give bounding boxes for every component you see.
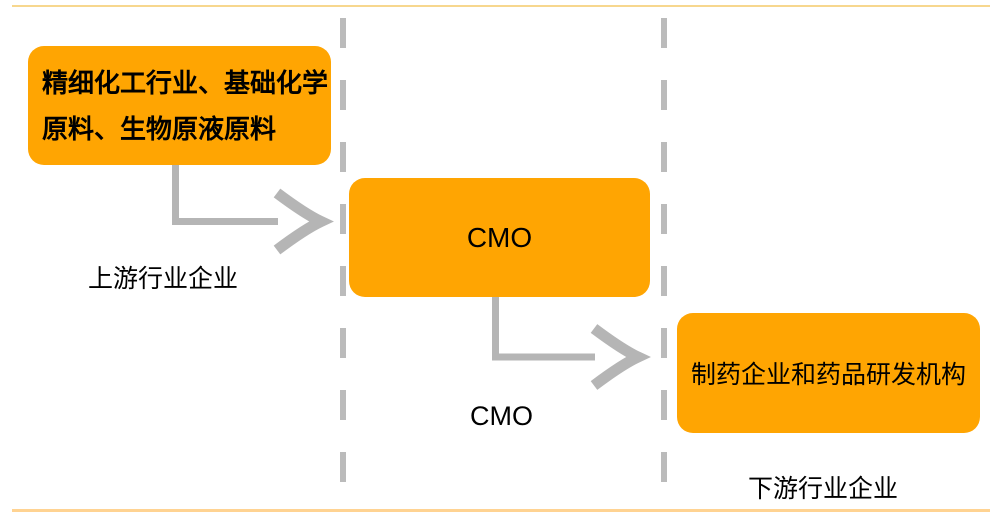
upstream-to-cmo-arrowhead-icon <box>273 188 334 255</box>
upstream-suppliers-box: 精细化工行业、基础化学 原料、生物原液原料 <box>28 46 331 165</box>
cmo-box-text: CMO <box>466 221 533 253</box>
downstream-lane-label: 下游行业企业 <box>748 475 899 503</box>
bottom-border-line <box>12 509 990 512</box>
divider-dashed-line-left <box>340 18 346 492</box>
upstream-box-text-line2: 原料、生物原液原料 <box>42 113 277 144</box>
downstream-customers-box: 制药企业和药品研发机构 <box>677 313 980 433</box>
cmo-to-downstream-arrow-shaft <box>492 297 595 361</box>
upstream-box-text-line1: 精细化工行业、基础化学 <box>42 67 329 98</box>
top-border-line <box>12 5 990 7</box>
upstream-lane-label: 上游行业企业 <box>88 265 239 293</box>
cmo-to-downstream-arrowhead-icon <box>590 324 651 390</box>
cmo-lane-label: CMO <box>470 401 533 431</box>
cmo-to-downstream-arrow <box>492 297 651 390</box>
downstream-box-text: 制药企业和药品研发机构 <box>690 361 966 389</box>
cmo-box: CMO <box>349 178 650 297</box>
upstream-to-cmo-arrow-shaft <box>172 165 278 225</box>
divider-dashed-line-right <box>661 18 667 492</box>
upstream-to-cmo-arrow <box>172 165 334 255</box>
